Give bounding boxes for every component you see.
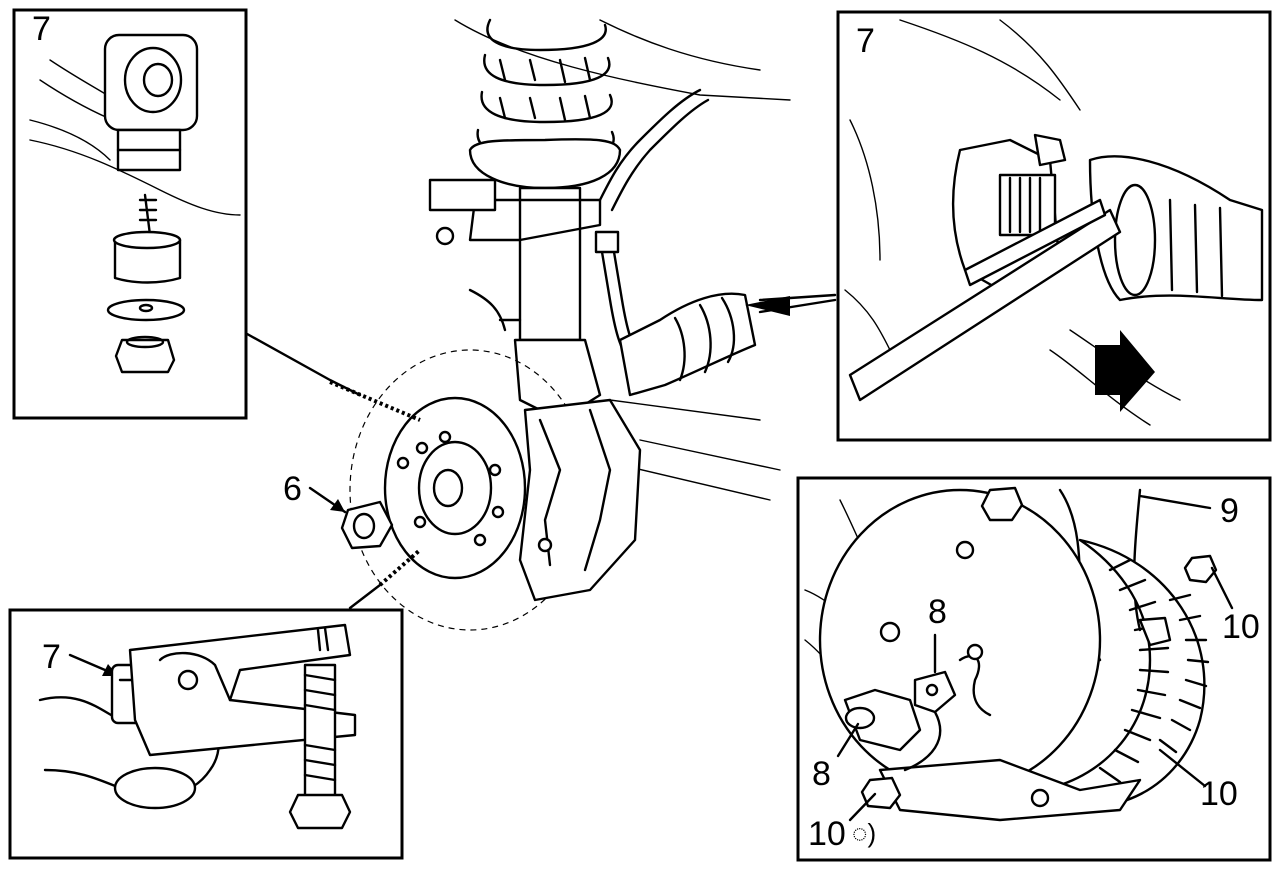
brake-caliper [518,398,642,602]
abs-sensor [843,643,992,772]
inset-top-left: 7 [12,8,248,420]
inset-top-right: 7 [836,10,1272,442]
center-assembly: 6 [238,18,837,631]
inset-br-label-8-bottom: 8 [812,755,831,793]
inset-br-label-10-ring: 10 [1200,775,1238,813]
brake-disc [349,349,591,631]
bolts [860,486,1218,810]
drive-shaft-boot [618,292,757,397]
inset-bl-label-7: 7 [42,638,61,676]
inset-br-mark: ◌) [852,818,876,848]
inset-br-label-8-top: 8 [928,593,947,631]
inset-br-label-9: 9 [1220,492,1239,530]
callout-6: 6 [283,470,302,508]
inset-tr-label-7: 7 [856,22,875,60]
hub-nut [340,500,394,550]
inset-br-label-10-bottom: 10 [808,815,846,853]
inset-br-label-10-right: 10 [1222,608,1260,646]
inset-bottom-right: 9 10 8 8 10 10 ◌) [796,476,1272,862]
inset-bottom-left: 7 [8,608,404,860]
inset-tl-label-7: 7 [32,10,51,48]
